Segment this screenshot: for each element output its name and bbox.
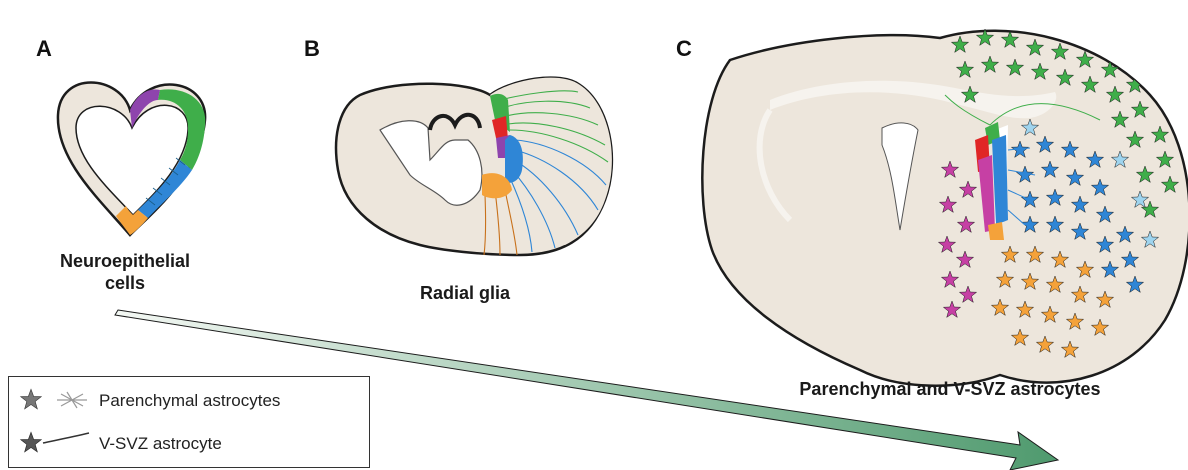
caption-a: Neuroepithelial cells (30, 250, 220, 294)
adult-brain-c (702, 29, 1188, 386)
neural-tube-a (58, 83, 205, 236)
embryonic-brain-b (336, 78, 612, 255)
vsvz-astrocyte-icon (17, 425, 97, 461)
caption-c: Parenchymal and V-SVZ astrocytes (740, 378, 1160, 400)
caption-a-line2: cells (30, 272, 220, 294)
caption-a-line1: Neuroepithelial (30, 250, 220, 272)
legend-item-vsvz: V-SVZ astrocyte (9, 425, 369, 465)
legend-item-parenchymal: Parenchymal astrocytes (9, 382, 369, 422)
caption-b: Radial glia (375, 282, 555, 304)
legend-label-vsvz: V-SVZ astrocyte (99, 434, 222, 454)
legend-label-parenchymal: Parenchymal astrocytes (99, 391, 280, 411)
parenchymal-astrocyte-icon (17, 382, 97, 418)
legend: Parenchymal astrocytes V-SVZ astrocyte (8, 376, 370, 468)
